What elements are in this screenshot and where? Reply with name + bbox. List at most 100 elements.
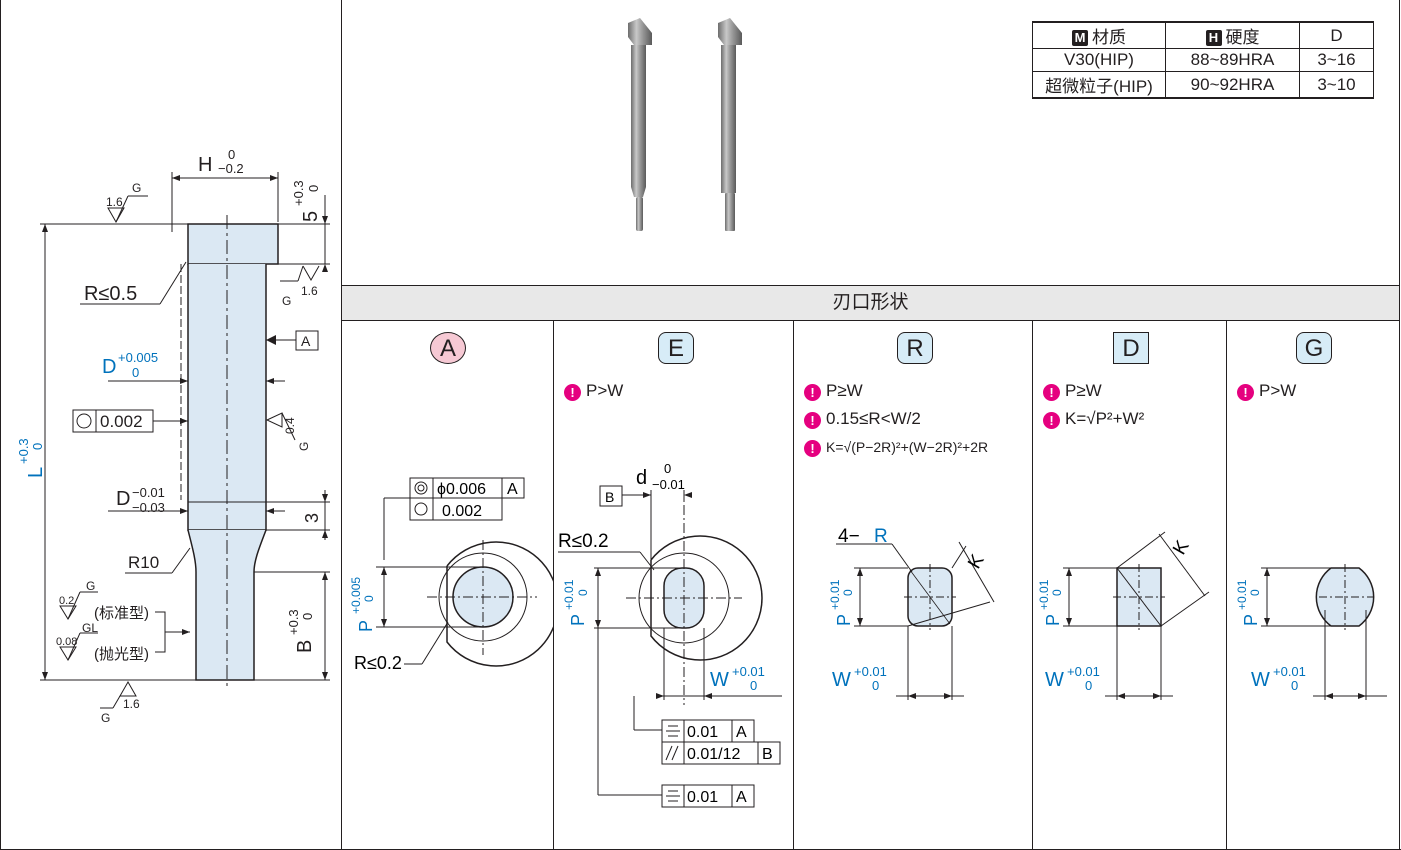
cell-d: 3~10 bbox=[1299, 71, 1374, 99]
five-tol-lower: 0 bbox=[306, 185, 321, 192]
punch-drawing: H 0 −0.2 5 +0.3 0 1.6 G 1.6 G R≤0.5 A D … bbox=[16, 147, 330, 725]
surface-top-ra: 1.6 bbox=[106, 195, 123, 209]
e-p-lower: 0 bbox=[576, 589, 590, 596]
e-par: 0.01/12 bbox=[687, 746, 740, 763]
a-phi: ϕ0.006 bbox=[437, 481, 486, 498]
r-note: !0.15≤R<W/2 bbox=[804, 405, 988, 433]
g-w-upper: +0.01 bbox=[1273, 664, 1306, 679]
warning-icon: ! bbox=[804, 384, 821, 401]
warning-icon: ! bbox=[1237, 384, 1254, 401]
badge-a: A bbox=[430, 332, 466, 364]
g-p-upper: +0.01 bbox=[1235, 579, 1249, 610]
g-note-text: P>W bbox=[1259, 381, 1297, 400]
e-d: d bbox=[636, 467, 647, 489]
five-tol-upper: +0.3 bbox=[291, 180, 306, 206]
r-w: W bbox=[832, 669, 851, 691]
e-sym2: 0.01 bbox=[687, 789, 718, 806]
r-r-prefix: 4− bbox=[838, 526, 860, 547]
e-par-datum: B bbox=[762, 746, 773, 763]
badge-e: E bbox=[658, 332, 694, 364]
e-sym2-datum: A bbox=[736, 789, 747, 806]
five-label: 5 bbox=[300, 211, 322, 222]
shape-column-d: D !P≥W !K=√P²+W² K P +0.01 0 W +0. bbox=[1033, 320, 1226, 848]
d-w-lower: 0 bbox=[1085, 678, 1092, 693]
badge-d: D bbox=[1113, 332, 1149, 364]
surface-head-g: G bbox=[282, 294, 291, 308]
d-tol-upper: +0.005 bbox=[118, 350, 158, 365]
d-note: !K=√P²+W² bbox=[1043, 405, 1144, 433]
surface-head-ra: 1.6 bbox=[301, 284, 318, 298]
r-note-text: K=√(P−2R)²+(W−2R)²+2R bbox=[826, 439, 989, 455]
r-notes: ! P≥W !0.15≤R<W/2 ! K=√(P−2R)²+(W−2R)²+2R bbox=[804, 377, 988, 461]
cell-hardness: 90~92HRA bbox=[1165, 71, 1300, 99]
g-notes: ! P>W bbox=[1237, 377, 1296, 405]
surface-shank-g: G bbox=[297, 442, 311, 451]
warning-icon: ! bbox=[804, 412, 821, 429]
punch-head bbox=[187, 223, 279, 265]
e-p: P bbox=[568, 614, 588, 626]
header-material-label: 材质 bbox=[1092, 28, 1126, 47]
bottom-g: G bbox=[101, 711, 110, 725]
shape-g-drawing: P +0.01 0 W +0.01 0 bbox=[1235, 564, 1387, 700]
l-tol-lower: 0 bbox=[30, 443, 45, 450]
shape-e-drawing: d 0 −0.01 B R≤0.2 P +0.01 0 W +0.01 0 0.… bbox=[558, 461, 782, 808]
g-p-lower: 0 bbox=[1248, 589, 1262, 596]
shape-a-drawing: ϕ0.006 A 0.002 P +0.005 0 R≤0.2 bbox=[349, 477, 553, 673]
e-sym1: 0.01 bbox=[687, 724, 718, 741]
e-w: W bbox=[710, 669, 729, 691]
e-datum-b: B bbox=[605, 489, 614, 505]
r-w-upper: +0.01 bbox=[854, 664, 887, 679]
shape-r-drawing: 4− R K P +0.01 0 W +0.01 0 bbox=[828, 526, 995, 700]
b-tol-lower: 0 bbox=[300, 613, 315, 620]
warning-icon: ! bbox=[804, 440, 821, 457]
d-note-text: K=√P²+W² bbox=[1065, 409, 1145, 428]
pol-ra: 0.08 bbox=[56, 636, 77, 648]
r-note-text: P≥W bbox=[826, 381, 863, 400]
std-ra: 0.2 bbox=[59, 595, 74, 607]
header-hardness-label: 硬度 bbox=[1225, 28, 1260, 47]
punch-tip bbox=[187, 529, 267, 681]
d-note: ! P≥W bbox=[1043, 377, 1144, 405]
d-w: W bbox=[1045, 669, 1064, 691]
relief-length: 3 bbox=[302, 513, 322, 523]
table-row: 超微粒子(HIP) 90~92HRA 3~10 bbox=[1032, 71, 1374, 99]
d-notes: ! P≥W !K=√P²+W² bbox=[1043, 377, 1144, 433]
cell-hardness: 88~89HRA bbox=[1165, 48, 1300, 72]
datum-a: A bbox=[301, 333, 311, 349]
e-note-text: P>W bbox=[586, 381, 624, 400]
r-note: ! P≥W bbox=[804, 377, 988, 405]
l-label: L bbox=[25, 467, 47, 478]
d2-tol-upper: −0.01 bbox=[132, 485, 165, 500]
b-tol-upper: +0.3 bbox=[286, 609, 301, 635]
warning-icon: ! bbox=[564, 384, 581, 401]
header-d: D bbox=[1299, 21, 1374, 49]
d2-label: D bbox=[116, 488, 130, 510]
e-d-lower: −0.01 bbox=[652, 477, 685, 492]
std-label: (标准型) bbox=[94, 605, 149, 622]
r10-label: R10 bbox=[128, 553, 159, 572]
e-note: ! P>W bbox=[564, 377, 623, 405]
badge-g: G bbox=[1296, 332, 1332, 364]
e-sym1-datum: A bbox=[736, 724, 747, 741]
table-row: V30(HIP) 88~89HRA 3~16 bbox=[1032, 48, 1374, 72]
shape-column-a: A ϕ0.006 A 0.002 P +0.00 bbox=[342, 320, 553, 848]
a-p: P bbox=[356, 620, 376, 632]
g-w-lower: 0 bbox=[1291, 678, 1298, 693]
cell-material: V30(HIP) bbox=[1032, 48, 1166, 72]
l-tol-upper: +0.3 bbox=[16, 438, 31, 464]
surface-top-g: G bbox=[132, 181, 141, 195]
a-p-lower: 0 bbox=[362, 595, 376, 602]
d-note-text: P≥W bbox=[1065, 381, 1102, 400]
concentricity-value: 0.002 bbox=[100, 412, 143, 431]
shape-column-e: E ! P>W bbox=[554, 320, 793, 848]
a-datum: A bbox=[507, 481, 518, 498]
h-tol-lower: −0.2 bbox=[218, 161, 244, 176]
d-p: P bbox=[1043, 614, 1063, 626]
material-badge-icon: M bbox=[1072, 30, 1088, 46]
section-title: 刃口形状 bbox=[342, 285, 1399, 321]
punch-image-1 bbox=[628, 18, 652, 231]
e-r: R≤0.2 bbox=[558, 531, 609, 552]
warning-icon: ! bbox=[1043, 384, 1060, 401]
